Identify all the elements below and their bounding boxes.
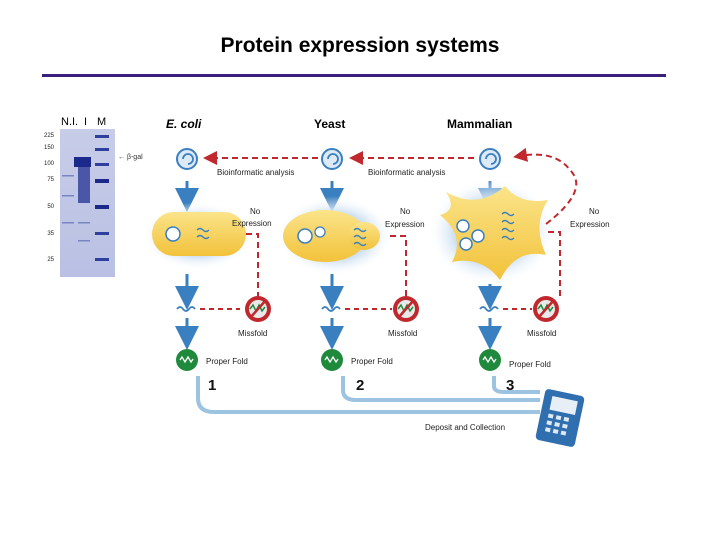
gel-lane-label-ni: N.I. xyxy=(61,116,79,128)
plasmid-icon xyxy=(321,148,343,170)
step-number: 3 xyxy=(506,377,514,394)
no-expression-label: No xyxy=(400,207,411,216)
yeast-cell xyxy=(277,196,393,276)
proper-fold-icon xyxy=(176,349,198,371)
proper-fold-label: Proper Fold xyxy=(351,357,393,366)
marker-25: 25 xyxy=(47,257,54,263)
step-number: 2 xyxy=(356,377,364,394)
proper-fold-label: Proper Fold xyxy=(206,357,248,366)
title-rule xyxy=(42,74,666,77)
protein-chain-icon xyxy=(176,306,196,312)
plasmid-icon xyxy=(479,148,501,170)
gel-lane-label-m: M xyxy=(97,116,107,128)
missfold-label: Missfold xyxy=(238,329,267,338)
no-expression-label: No xyxy=(250,207,261,216)
deposit-device-icon xyxy=(535,389,585,447)
proper-fold-icon xyxy=(479,349,501,371)
marker-75: 75 xyxy=(47,177,54,183)
no-expression-label: Expression xyxy=(570,220,610,229)
plasmid-icon xyxy=(176,148,198,170)
gel-bands xyxy=(62,135,109,261)
protein-chain-icon xyxy=(321,306,341,312)
collection-pipe xyxy=(492,376,540,394)
no-expression-arrow xyxy=(520,155,578,300)
step-number: 1 xyxy=(208,377,216,394)
bioinformatic-label: Bioinformatic analysis xyxy=(368,168,445,177)
marker-150: 150 xyxy=(43,145,54,151)
no-expression-label: No xyxy=(589,207,600,216)
proper-fold-label: Proper Fold xyxy=(509,360,551,369)
no-expression-label: Expression xyxy=(385,220,425,229)
missfold-icon xyxy=(533,296,559,322)
collection-pipe xyxy=(196,376,540,414)
missfold-icon xyxy=(393,296,419,322)
marker-35: 35 xyxy=(47,231,54,237)
marker-50: 50 xyxy=(47,204,54,210)
bioinformatic-label: Bioinformatic analysis xyxy=(217,168,294,177)
proper-fold-icon xyxy=(321,349,343,371)
deposit-label: Deposit and Collection xyxy=(425,423,505,432)
column-label-mammalian: Mammalian xyxy=(447,117,513,131)
missfold-label: Missfold xyxy=(388,329,417,338)
beta-gal-label: ← β-gal xyxy=(118,154,143,161)
ecoli-cell xyxy=(142,202,254,270)
no-expression-arrow xyxy=(246,233,259,308)
no-expression-arrow xyxy=(390,235,407,308)
missfold-label: Missfold xyxy=(527,329,556,338)
missfold-icon xyxy=(245,296,271,322)
marker-100: 100 xyxy=(43,161,54,167)
column-label-ecoli: E. coli xyxy=(166,117,202,131)
gel-lane-label-i: I xyxy=(84,116,88,128)
column-label-yeast: Yeast xyxy=(314,117,346,131)
collection-pipe xyxy=(341,376,540,402)
mammalian-cell xyxy=(428,178,556,286)
page-title: Protein expression systems xyxy=(220,34,500,57)
no-expression-label: Expression xyxy=(232,219,272,228)
marker-225: 225 xyxy=(43,133,54,139)
protein-chain-icon xyxy=(479,306,499,312)
